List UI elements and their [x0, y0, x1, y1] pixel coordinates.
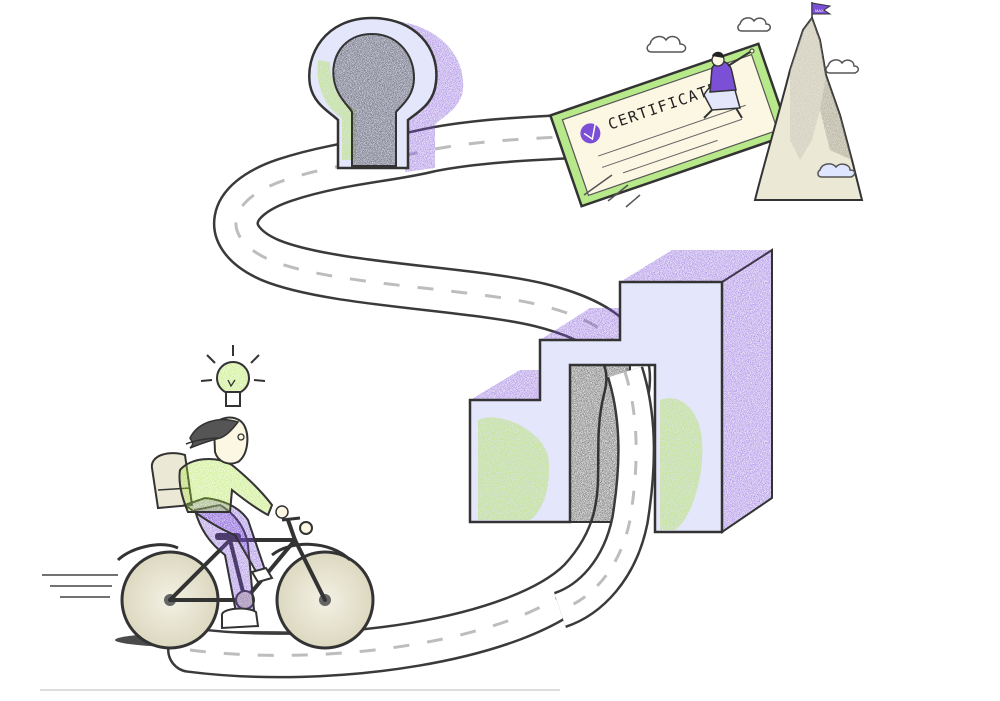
cloud [646, 35, 687, 53]
rider-hair [189, 418, 240, 449]
rider-jacket [178, 458, 274, 517]
clouds [646, 17, 859, 178]
cloud [737, 17, 771, 32]
woman-celebrating [703, 48, 755, 119]
certificate-seal [580, 123, 601, 144]
keyhole-gate [308, 16, 464, 172]
bike-motion-lines [42, 574, 118, 598]
idea-lightbulb-icon [200, 345, 266, 407]
flag-label: MAX [815, 8, 824, 13]
bicycle [116, 516, 375, 650]
certificate-motion-lines [583, 174, 641, 208]
mountain-summit-flag: MAX [811, 2, 832, 18]
cloud [817, 163, 856, 178]
cloud [825, 59, 859, 74]
mountain [753, 15, 864, 201]
certificate: CERTIFICATE [548, 42, 792, 208]
cyclist-rider [150, 416, 289, 630]
